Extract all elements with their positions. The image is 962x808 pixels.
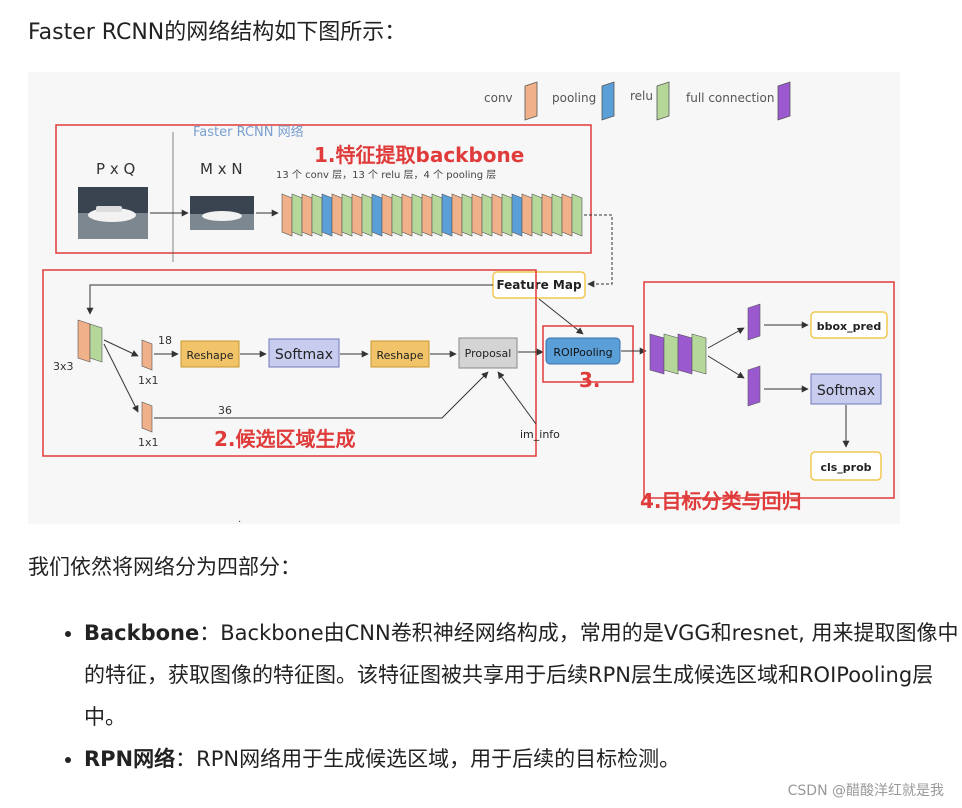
intro-paragraph: 我们依然将网络分为四部分： <box>28 555 301 579</box>
fc-layer-4 <box>691 333 707 375</box>
fc-cls-layer <box>747 365 761 407</box>
resized-image <box>190 196 254 230</box>
bullet-term: Backbone <box>84 621 200 645</box>
softmax2-label: Softmax <box>817 383 875 399</box>
list-item: Backbone：Backbone由CNN卷积神经网络构成，常用的是VGG和re… <box>84 612 962 738</box>
roipooling-box <box>545 337 621 365</box>
subtitle: Faster RCNN 网络 <box>193 124 304 140</box>
arrow-fc-up <box>707 327 745 349</box>
legend-conv-swatch <box>524 81 538 121</box>
feature-map-label: Feature Map <box>496 278 582 292</box>
reshape1-box <box>180 340 240 368</box>
cls-reg-box <box>643 281 895 499</box>
arrow-rpn-up <box>103 339 139 357</box>
rpn-conv-layer <box>77 319 91 363</box>
im-info-label: im_info <box>520 428 560 441</box>
cls-prob-box <box>810 451 882 481</box>
n18-label: 18 <box>158 334 172 347</box>
rpn-relu-layer <box>89 323 103 363</box>
softmax1-box <box>268 338 340 368</box>
reshape1-label: Reshape <box>186 349 233 362</box>
bullet-text: ：RPN网络用于生成候选区域，用于后续的目标检测。 <box>175 747 681 771</box>
proposal-label: Proposal <box>465 347 512 360</box>
heading: Faster RCNN的网络结构如下图所示： <box>28 20 407 45</box>
softmax1-label: Softmax <box>275 347 333 363</box>
roipooling-label: ROIPooling <box>553 346 612 359</box>
legend-fc-swatch <box>777 81 791 121</box>
section4-label: 4.目标分类与回归 <box>640 489 802 513</box>
softmax2-box <box>810 373 882 405</box>
legend-relu-swatch <box>656 81 670 121</box>
legend-pooling-swatch <box>601 81 615 121</box>
k1x1-label-b: 1x1 <box>138 436 159 449</box>
stray-dot: . <box>238 514 241 524</box>
cls-prob-label: cls_prob <box>820 461 871 474</box>
watermark: CSDN @醋酸洋红就是我 <box>787 783 944 799</box>
section2-label: 2.候选区域生成 <box>214 427 356 451</box>
legend-pooling-label: pooling <box>552 91 596 105</box>
backbone-layers <box>281 193 583 237</box>
k1x1-label-a: 1x1 <box>138 374 159 387</box>
bbox-pred-label: bbox_pred <box>817 320 882 333</box>
arrow-fm-to-roi <box>538 298 584 335</box>
proposal-box <box>458 337 518 369</box>
reshape2-box <box>370 340 430 368</box>
section3-label: 3. <box>579 368 601 392</box>
conv1x1-cls <box>141 339 153 371</box>
parts-list: Backbone：Backbone由CNN卷积神经网络构成，常用的是VGG和re… <box>40 612 962 780</box>
fc-layer-3 <box>677 333 693 375</box>
fc-layer-2 <box>663 333 679 375</box>
legend-relu-label: relu <box>630 89 653 103</box>
faster-rcnn-diagram: conv pooling relu full connection Faster… <box>28 72 900 525</box>
roi-section-box <box>542 325 634 383</box>
input-image <box>78 187 148 239</box>
bullet-text: ：Backbone由CNN卷积神经网络构成，常用的是VGG和resnet, 用来… <box>84 621 959 729</box>
bullet-term: RPN网络 <box>84 747 176 771</box>
pq-label: P x Q <box>96 160 135 178</box>
n36-label: 36 <box>218 404 232 417</box>
arrow-reg-to-proposal <box>154 371 489 419</box>
legend-conv-label: conv <box>484 91 513 105</box>
arrow-to-featuremap <box>584 214 613 288</box>
k3x3-label: 3x3 <box>53 360 74 373</box>
arrow-fc-down <box>707 355 745 379</box>
bbox-pred-box <box>810 311 888 339</box>
layers-note: 13 个 conv 层，13 个 relu 层，4 个 pooling 层 <box>276 169 496 181</box>
conv1x1-reg <box>141 401 153 433</box>
arrow-iminfo-to-proposal <box>497 371 537 425</box>
fc-layer-1 <box>649 333 665 375</box>
arrow-fm-to-rpn <box>86 284 493 315</box>
fc-bbox-layer <box>747 303 761 341</box>
section1-label: 1.特征提取backbone <box>314 143 524 167</box>
mn-label: M x N <box>200 160 243 178</box>
arrow-rpn-down <box>103 343 139 413</box>
list-item: RPN网络：RPN网络用于生成候选区域，用于后续的目标检测。 <box>84 738 962 780</box>
reshape2-label: Reshape <box>376 349 423 362</box>
rpn-box <box>42 269 537 457</box>
legend-fc-label: full connection <box>686 91 774 105</box>
backbone-box <box>55 124 592 254</box>
legend: conv pooling relu full connection <box>484 81 791 121</box>
